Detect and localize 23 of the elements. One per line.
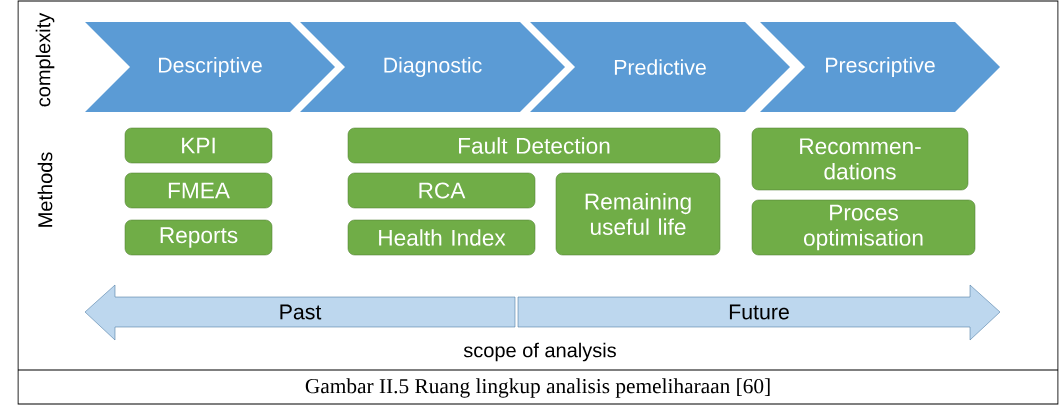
- chevron-band: Predictive: [530, 22, 790, 112]
- axis-label: complexity: [35, 12, 55, 107]
- chevron-band: Prescriptive: [760, 22, 1000, 112]
- node-label: Predictive: [614, 59, 706, 75]
- chevron-band: Descriptive: [85, 22, 335, 112]
- method-box: Recommen- dations: [751, 127, 969, 191]
- axis-label: Methods: [37, 152, 53, 227]
- node-label: Descriptive: [159, 57, 262, 77]
- method-box: FMEA: [124, 172, 273, 209]
- method-box: RCA: [347, 172, 536, 209]
- timeline-band: Past: [84, 284, 516, 341]
- caption: Gambar II.5 Ruang lingkup analisis pemeliharaan [60]: [305, 378, 770, 398]
- method-box: Remaining useful life: [555, 172, 721, 256]
- scope-label: scope of analysis: [463, 342, 616, 362]
- node-label: Prescriptive: [826, 57, 935, 77]
- node-label: Diagnostic: [384, 57, 482, 77]
- method-box: Health Index: [347, 219, 536, 256]
- method-box: KPI: [124, 127, 273, 164]
- chevron-band: Diagnostic: [300, 22, 565, 112]
- method-box: Reports: [124, 219, 273, 256]
- method-box: Proces optimisation: [751, 199, 976, 256]
- timeline-band: Future: [517, 284, 1001, 341]
- method-box: Fault Detection: [347, 127, 721, 164]
